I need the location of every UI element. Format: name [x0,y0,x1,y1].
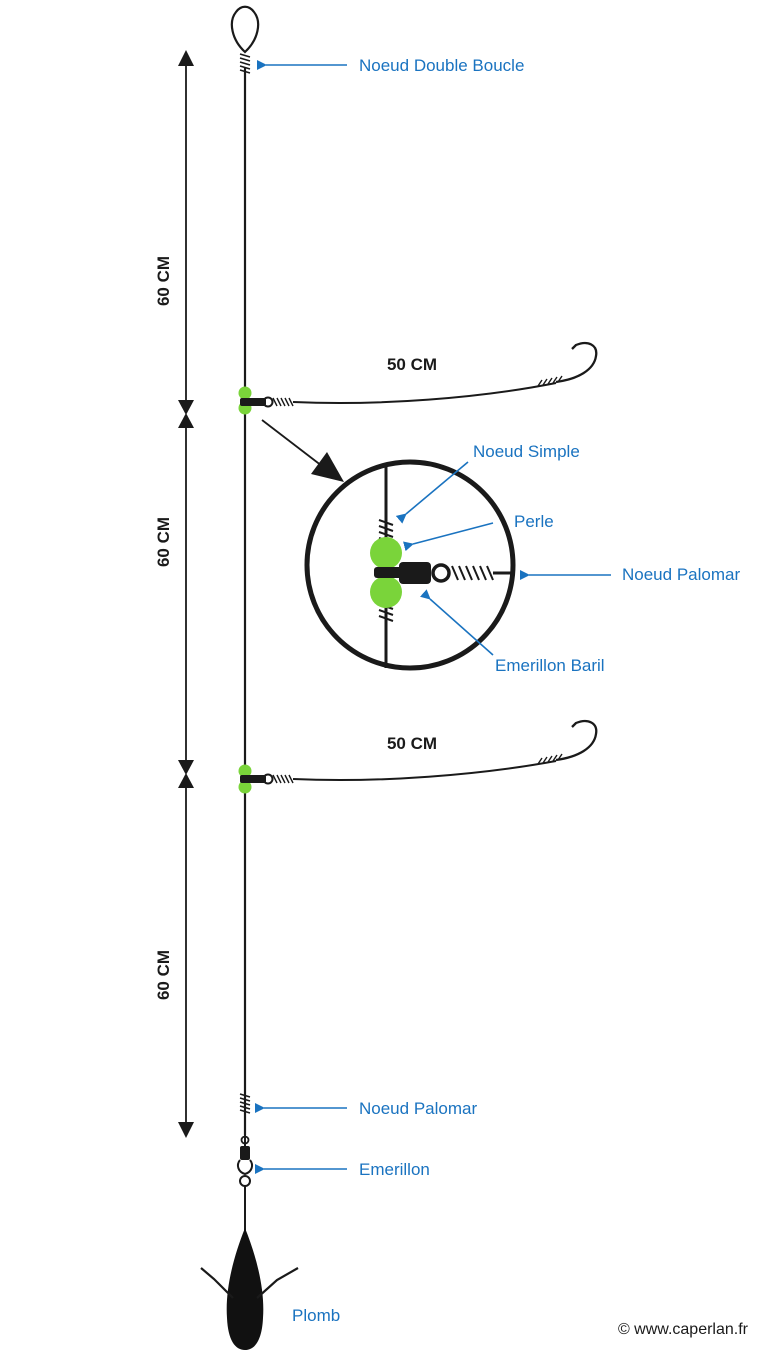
snood-1-length: 50 CM [387,355,437,374]
label-sinker: Plomb [292,1306,340,1325]
swivel-icon [236,1135,254,1232]
sinker-icon [200,1228,299,1350]
segment-2-length: 60 CM [154,517,173,567]
label-simple-knot: Noeud Simple [473,442,580,461]
segment-3-length: 60 CM [154,950,173,1000]
label-double-loop-knot: Noeud Double Boucle [359,56,524,75]
hook-1-icon [555,341,598,384]
dimension-arrows [178,50,194,1138]
label-palomar-knot-bottom: Noeud Palomar [359,1099,477,1118]
zoom-detail [304,459,516,671]
label-bead: Perle [514,512,554,531]
snood-2-length: 50 CM [387,734,437,753]
segment-1-length: 60 CM [154,256,173,306]
zoom-pointer [261,419,344,482]
snood-1 [238,375,563,415]
label-palomar-knot-detail: Noeud Palomar [622,565,740,584]
callout-arrows [255,60,611,1174]
label-barrel-swivel: Emerillon Baril [495,656,605,675]
double-loop [230,5,260,74]
snood-2 [238,753,563,794]
hook-2-icon [555,719,598,762]
label-swivel: Emerillon [359,1160,430,1179]
credit: © www.caperlan.fr [618,1321,749,1338]
